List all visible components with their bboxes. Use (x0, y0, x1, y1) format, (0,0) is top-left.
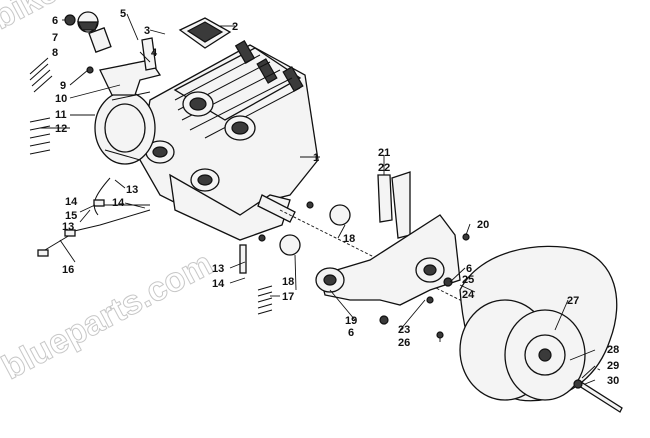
callout-6: 6 (52, 15, 58, 27)
small-hardware[interactable] (258, 201, 470, 339)
callout-14-c: 14 (212, 278, 225, 290)
callout-8: 8 (52, 47, 58, 59)
mount-bracket[interactable] (377, 171, 411, 239)
callout-14-b: 14 (112, 197, 125, 209)
callout-3: 3 (144, 25, 150, 37)
callout-22: 22 (378, 162, 390, 174)
callout-27: 27 (567, 295, 579, 307)
upper-left-hardware[interactable] (29, 11, 112, 155)
lower-spring[interactable] (239, 244, 273, 315)
callout-10: 10 (55, 93, 67, 105)
callout-1: 1 (313, 152, 319, 164)
recoil-starter[interactable] (94, 91, 156, 165)
drive-clutch-and-belt[interactable] (459, 245, 618, 402)
callout-11: 11 (55, 109, 67, 121)
callout-12: 12 (55, 123, 67, 135)
callout-19: 19 (345, 315, 357, 327)
callout-20: 20 (477, 219, 489, 231)
callout-4: 4 (151, 47, 158, 59)
callout-21: 21 (378, 147, 390, 159)
callout-7: 7 (52, 32, 58, 44)
engine-assembly[interactable] (139, 40, 319, 241)
callout-6-c: 6 (348, 327, 354, 339)
sprocket-gears[interactable] (279, 204, 351, 256)
leader-lines (40, 13, 596, 385)
callout-13-c: 13 (212, 263, 224, 275)
clutch-bolt[interactable] (573, 379, 623, 413)
callout-30: 30 (607, 375, 619, 387)
callout-25: 25 (462, 274, 474, 286)
fuel-line-assembly[interactable] (37, 177, 151, 257)
callout-2: 2 (232, 21, 238, 33)
callout-9: 9 (60, 80, 66, 92)
recoil-handle[interactable] (178, 17, 232, 49)
callout-28: 28 (607, 344, 619, 356)
callout-5: 5 (120, 8, 126, 20)
watermark-text-bottom: blueparts.com (0, 244, 219, 387)
callout-labels: 1 2 3 4 5 6 7 8 9 10 11 12 13 13 13 14 1… (52, 8, 619, 387)
callout-13-a: 13 (126, 184, 138, 196)
callout-16: 16 (62, 264, 74, 276)
callout-13-b: 13 (62, 221, 74, 233)
engine-plate[interactable] (315, 214, 461, 306)
callout-14-a: 14 (65, 196, 78, 208)
callout-17: 17 (282, 291, 294, 303)
callout-18-a: 18 (343, 233, 355, 245)
callout-15: 15 (65, 210, 77, 222)
callout-26: 26 (398, 337, 410, 349)
callout-23: 23 (398, 324, 410, 336)
callout-6-b: 6 (466, 263, 472, 275)
callout-18-b: 18 (282, 276, 294, 288)
callout-24: 24 (462, 289, 475, 301)
callout-29: 29 (607, 360, 619, 372)
